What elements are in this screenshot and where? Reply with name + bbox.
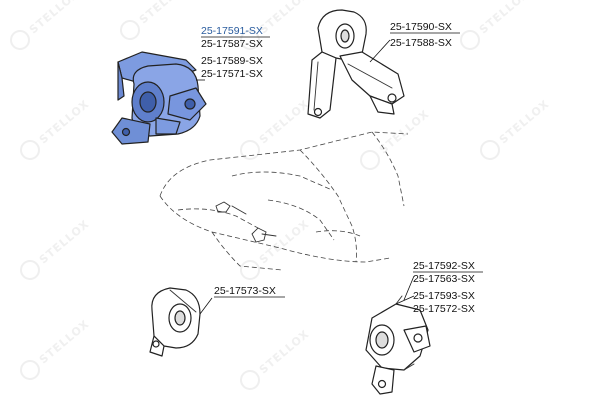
watermark-text: STELLOX	[497, 97, 552, 146]
watermark-stamp: STELLOX	[20, 217, 92, 280]
watermark-text: STELLOX	[257, 327, 312, 376]
part-number-label[interactable]: 25-17588-SX	[390, 37, 452, 49]
leader-line	[199, 297, 213, 315]
part-number-label[interactable]: 25-17573-SX	[214, 285, 276, 297]
part-number-label[interactable]: 25-17571-SX	[201, 68, 263, 80]
watermark-text: STELLOX	[477, 0, 532, 36]
watermark-layer: STELLOX STELLOX STELLOX STELLOX STELLOX …	[10, 0, 552, 390]
watermark-stamp: STELLOX	[20, 317, 92, 380]
watermark-text: STELLOX	[37, 317, 92, 366]
watermark-text: STELLOX	[37, 217, 92, 266]
leader-line	[369, 39, 391, 63]
watermark-text: STELLOX	[257, 217, 312, 266]
watermark-text: STELLOX	[257, 0, 312, 36]
watermark-text: STELLOX	[27, 0, 82, 36]
leader-line	[395, 295, 415, 305]
part-number-label[interactable]: 25-17590-SX	[390, 21, 452, 33]
watermark-stamp: STELLOX	[480, 97, 552, 160]
top-engine-mount-drawing	[307, 9, 405, 119]
watermark-stamp: STELLOX	[240, 327, 312, 390]
watermark-stamp: STELLOX	[10, 0, 82, 50]
vehicle-outline-drawing	[159, 131, 409, 271]
part-number-label[interactable]: 25-17563-SX	[413, 273, 475, 285]
part-number-label[interactable]: 25-17592-SX	[413, 260, 475, 272]
watermark-text: STELLOX	[257, 97, 312, 146]
part-number-label[interactable]: 25-17593-SX	[413, 290, 475, 302]
part-number-label[interactable]: 25-17587-SX	[201, 38, 263, 50]
part-number-label[interactable]: 25-17591-SX	[201, 25, 263, 37]
part-number-label[interactable]: 25-17589-SX	[201, 55, 263, 67]
watermark-stamp: STELLOX	[120, 0, 192, 40]
watermark-stamp: STELLOX	[360, 107, 432, 170]
part-number-label[interactable]: 25-17572-SX	[413, 303, 475, 315]
watermark-text: STELLOX	[37, 97, 92, 146]
side-engine-mount-drawing	[149, 287, 201, 357]
watermark-text: STELLOX	[377, 107, 432, 156]
leader-line	[403, 275, 415, 301]
watermark-stamp: STELLOX	[460, 0, 532, 50]
front-engine-mount-drawing	[111, 51, 207, 145]
watermark-stamp: STELLOX	[20, 97, 92, 160]
watermark-text: STELLOX	[137, 0, 192, 26]
rear-engine-mount-drawing	[365, 295, 431, 395]
watermark-stamp: STELLOX	[240, 217, 312, 280]
